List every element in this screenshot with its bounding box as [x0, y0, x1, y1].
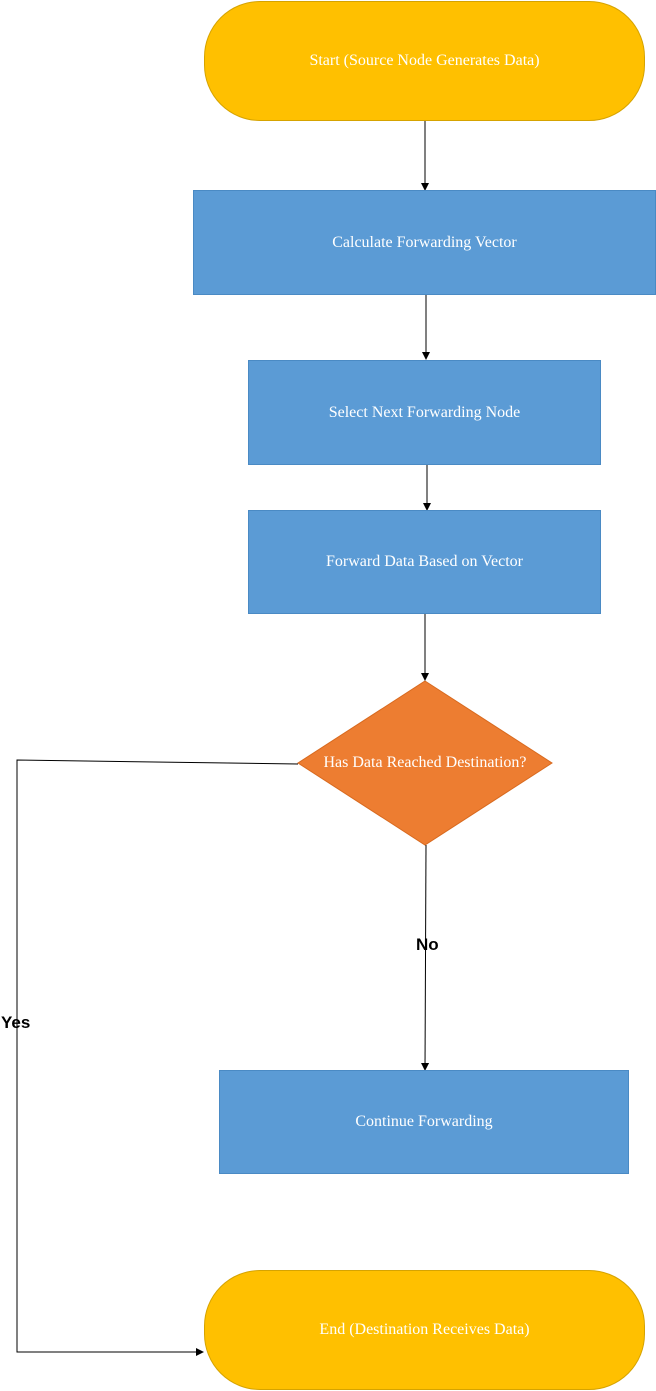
start-node: Start (Source Node Generates Data) — [204, 1, 645, 121]
end-node: End (Destination Receives Data) — [204, 1270, 645, 1390]
edge-decision-to-end — [16, 759, 299, 1356]
start-node-label: Start (Source Node Generates Data) — [309, 52, 540, 69]
yes-edge-label: Yes — [1, 1013, 31, 1032]
forward-data-node: Forward Data Based on Vector — [248, 510, 601, 614]
forward-data-label: Forward Data Based on Vector — [326, 553, 523, 570]
select-next-forwarding-label: Select Next Forwarding Node — [328, 403, 521, 421]
select-next-forwarding-node: Select Next Forwarding Node — [248, 360, 601, 465]
decision-diamond — [297, 680, 553, 846]
end-node-label: End (Destination Receives Data) — [319, 1321, 530, 1338]
calculate-forwarding-vector-label: Calculate Forwarding Vector — [332, 233, 517, 251]
calculate-forwarding-vector-node: Calculate Forwarding Vector — [193, 190, 656, 295]
continue-forwarding-label: Continue Forwarding — [355, 1113, 493, 1130]
decision-label-box: Has Data Reached Destination? — [298, 740, 552, 786]
edge-decision-to-continue — [421, 844, 430, 1071]
continue-forwarding-node: Continue Forwarding — [219, 1070, 629, 1174]
no-edge-label: No — [416, 935, 439, 954]
decision-label: Has Data Reached Destination? — [323, 754, 527, 771]
